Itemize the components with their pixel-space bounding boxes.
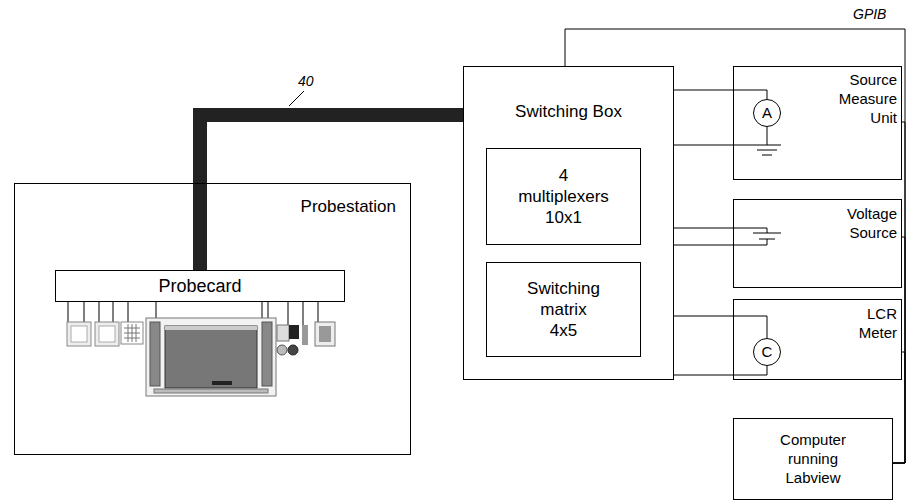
node-label: Probestation <box>301 196 396 217</box>
meter-circle: C <box>753 338 781 366</box>
instrument-box: ProbestationProbecard <box>14 183 411 455</box>
wire <box>893 237 905 463</box>
node-label: Switching Box <box>464 101 673 122</box>
node-label: LCR Meter <box>847 305 897 343</box>
instrument-box: LCR MeterC <box>733 299 902 380</box>
instrument-box: Switching matrix 4x5 <box>486 262 641 357</box>
node-label: Computer running Labview <box>774 431 853 487</box>
node-label: Switching matrix 4x5 <box>525 278 602 342</box>
node-label: Source Measure Unit <box>825 71 897 127</box>
instrument-box: Voltage Source <box>733 199 902 288</box>
node-label: C <box>762 343 773 362</box>
leader-line <box>289 91 304 106</box>
node-label: Probecard <box>158 275 241 298</box>
instrument-box: Probecard <box>55 270 345 302</box>
wire <box>893 122 905 463</box>
node-label: A <box>762 104 772 123</box>
wire <box>893 352 905 463</box>
instrument-box: 4 multiplexers 10x1 <box>486 148 641 245</box>
cable <box>200 115 463 270</box>
test-structures <box>67 318 335 396</box>
instrument-symbols <box>664 127 781 375</box>
instrument-box: Source Measure UnitA <box>733 66 902 180</box>
node-label: 4 multiplexers 10x1 <box>518 165 609 229</box>
meter-circle: A <box>753 99 781 127</box>
bus-name: GPIB <box>853 6 886 22</box>
wire <box>674 228 733 229</box>
wire <box>674 90 767 99</box>
callout-number: 40 <box>298 73 314 89</box>
wire <box>674 316 767 338</box>
node-label: Voltage Source <box>835 205 897 243</box>
instrument-box: Switching Box 4 multiplexers 10x1Switchin… <box>463 66 674 380</box>
instrument-box: Computer running Labview <box>733 418 893 500</box>
